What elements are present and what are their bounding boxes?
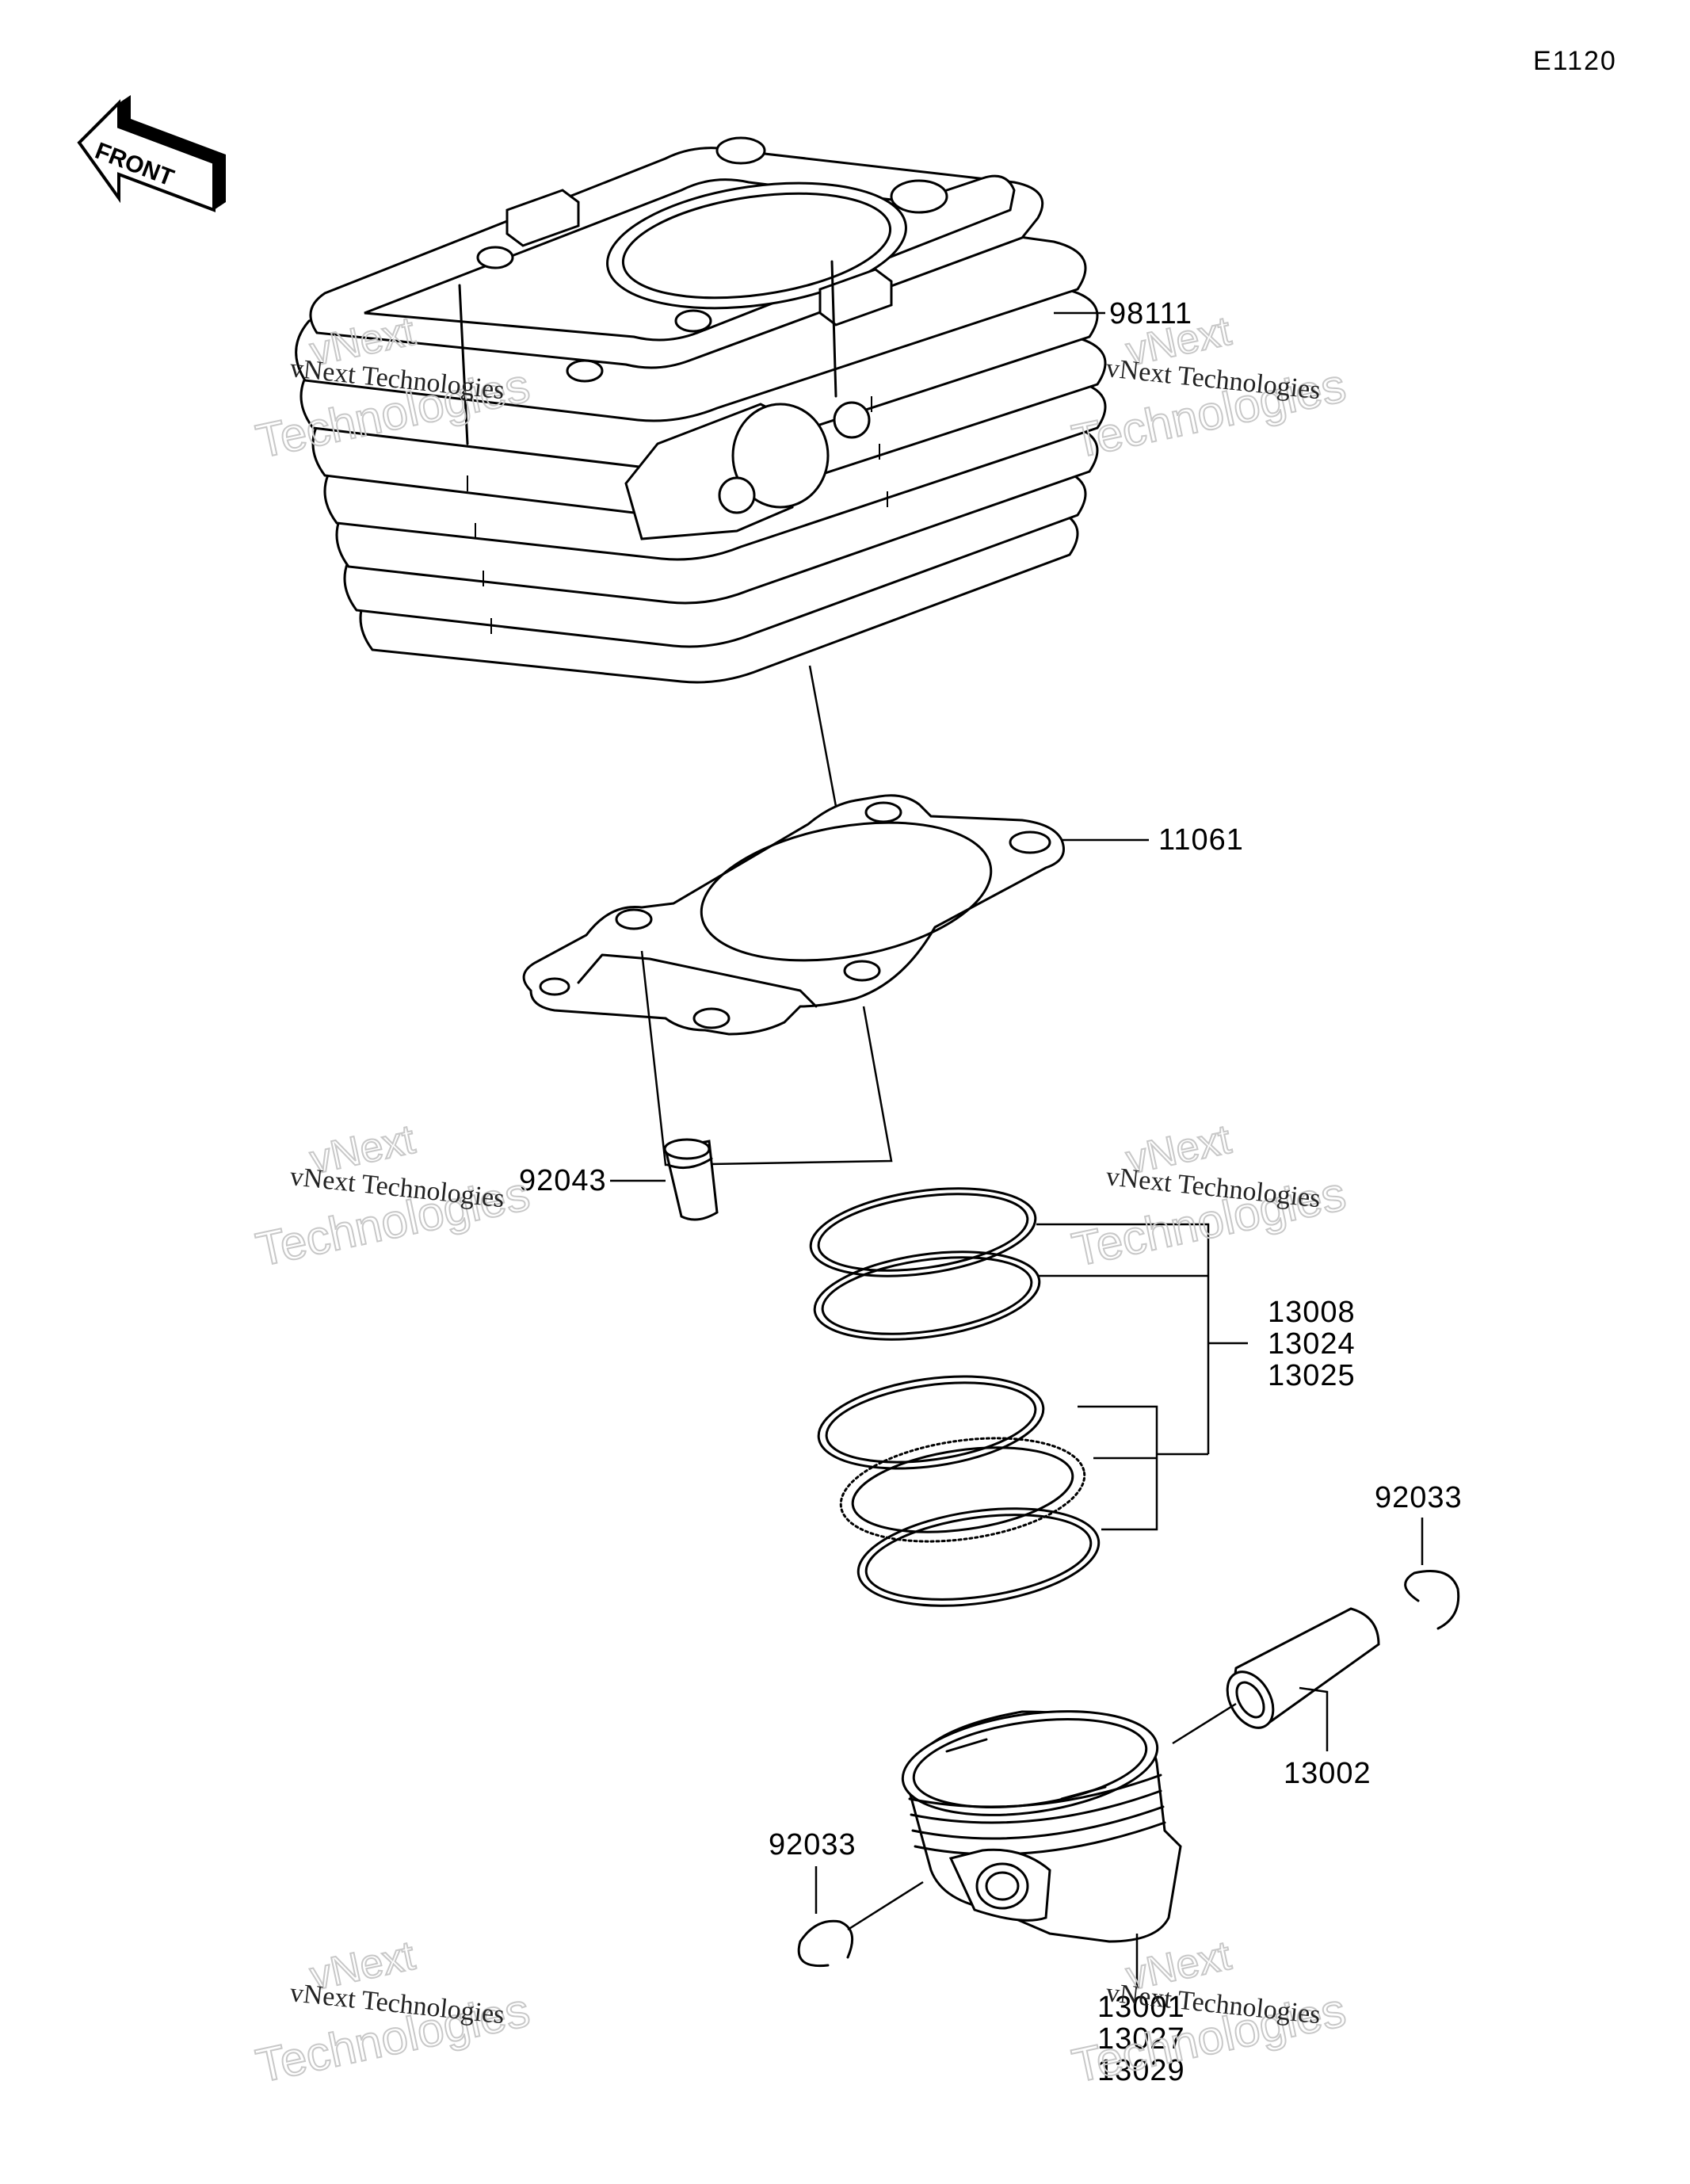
label-circlip-left: 92033: [769, 1828, 856, 1861]
label-ring-2: 13024: [1268, 1327, 1356, 1361]
piston: [901, 1710, 1182, 1943]
cylinder-block: [295, 136, 1107, 684]
label-piston-1: 13001: [1097, 1991, 1185, 2024]
label-circlip-right: 92033: [1375, 1481, 1463, 1514]
front-arrow-icon: FRONT: [77, 95, 226, 212]
label-piston-pin: 13002: [1284, 1757, 1371, 1790]
label-ring-3: 13025: [1268, 1359, 1356, 1392]
label-dowel-pin: 92043: [519, 1164, 607, 1197]
circlip-left: [797, 1919, 854, 1968]
diagram-code: E1120: [1533, 46, 1617, 76]
piston-pin: [1226, 1607, 1380, 1729]
dowel-pin: [663, 1138, 719, 1221]
label-piston-3: 13029: [1097, 2054, 1185, 2087]
label-ring-1: 13008: [1268, 1296, 1356, 1329]
label-piston-2: 13027: [1097, 2022, 1185, 2056]
cylinder-gasket: [522, 794, 1065, 1036]
label-gasket: 11061: [1158, 823, 1244, 857]
circlip-right: [1404, 1570, 1460, 1630]
label-cylinder: 98111: [1109, 297, 1192, 330]
piston-ring-set: [809, 1187, 1101, 1607]
